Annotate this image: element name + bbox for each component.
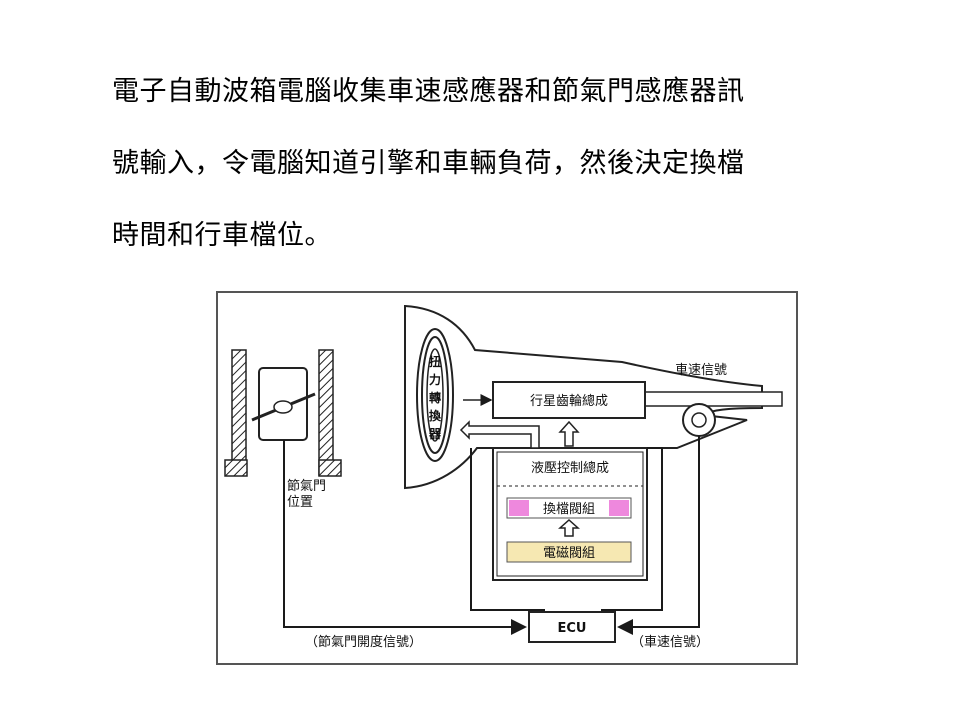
transmission-diagram: 節氣門 位置 扭 力 轉 換 器 車速信號 行星齒輪總成 液壓: [207, 290, 805, 670]
ecu-label: ECU: [558, 621, 587, 636]
speed-signal-bottom-label: （車速信號）: [631, 635, 709, 650]
signal-lines: [283, 436, 700, 635]
hollow-arrows: [459, 420, 580, 537]
solenoid-valve-label: 電磁閥組: [543, 546, 595, 561]
torque-converter: [416, 328, 454, 462]
text-line-2: 號輸入，令電腦知道引擎和車輛負荷，然後決定換檔: [112, 148, 745, 179]
torque-converter-char-5: 器: [428, 427, 442, 441]
slide-text: 電子自動波箱電腦收集車速感應器和節氣門感應器訊 號輸入，令電腦知道引擎和車輛負荷…: [112, 78, 872, 294]
planetary-gear-label: 行星齒輪總成: [530, 393, 608, 409]
torque-converter-char-2: 力: [429, 372, 441, 387]
solenoid-valve-box: [506, 541, 632, 563]
planetary-gear-box: [492, 381, 646, 419]
throttle-position-label-1: 節氣門: [287, 479, 326, 494]
shift-valve-box: [506, 497, 632, 519]
output-shaft: [641, 391, 783, 407]
shift-valve-label: 換檔閥組: [543, 502, 595, 517]
text-line-1: 電子自動波箱電腦收集車速感應器和節氣門感應器訊: [112, 76, 745, 107]
speed-signal-top-label: 車速信號: [675, 363, 727, 378]
throttle-position-label-2: 位置: [287, 495, 313, 510]
speed-sensor: [682, 403, 716, 437]
torque-converter-char-4: 換: [429, 408, 442, 423]
hydraulic-control-label: 液壓控制總成: [531, 460, 609, 476]
throttle-body: [224, 349, 342, 477]
throttle-signal-label: （節氣門開度信號）: [305, 634, 422, 650]
text-line-3: 時間和行車檔位。: [112, 220, 332, 251]
torque-converter-char-3: 轉: [429, 390, 441, 405]
ecu-box: [528, 611, 616, 643]
torque-converter-char-1: 扭: [429, 354, 441, 369]
